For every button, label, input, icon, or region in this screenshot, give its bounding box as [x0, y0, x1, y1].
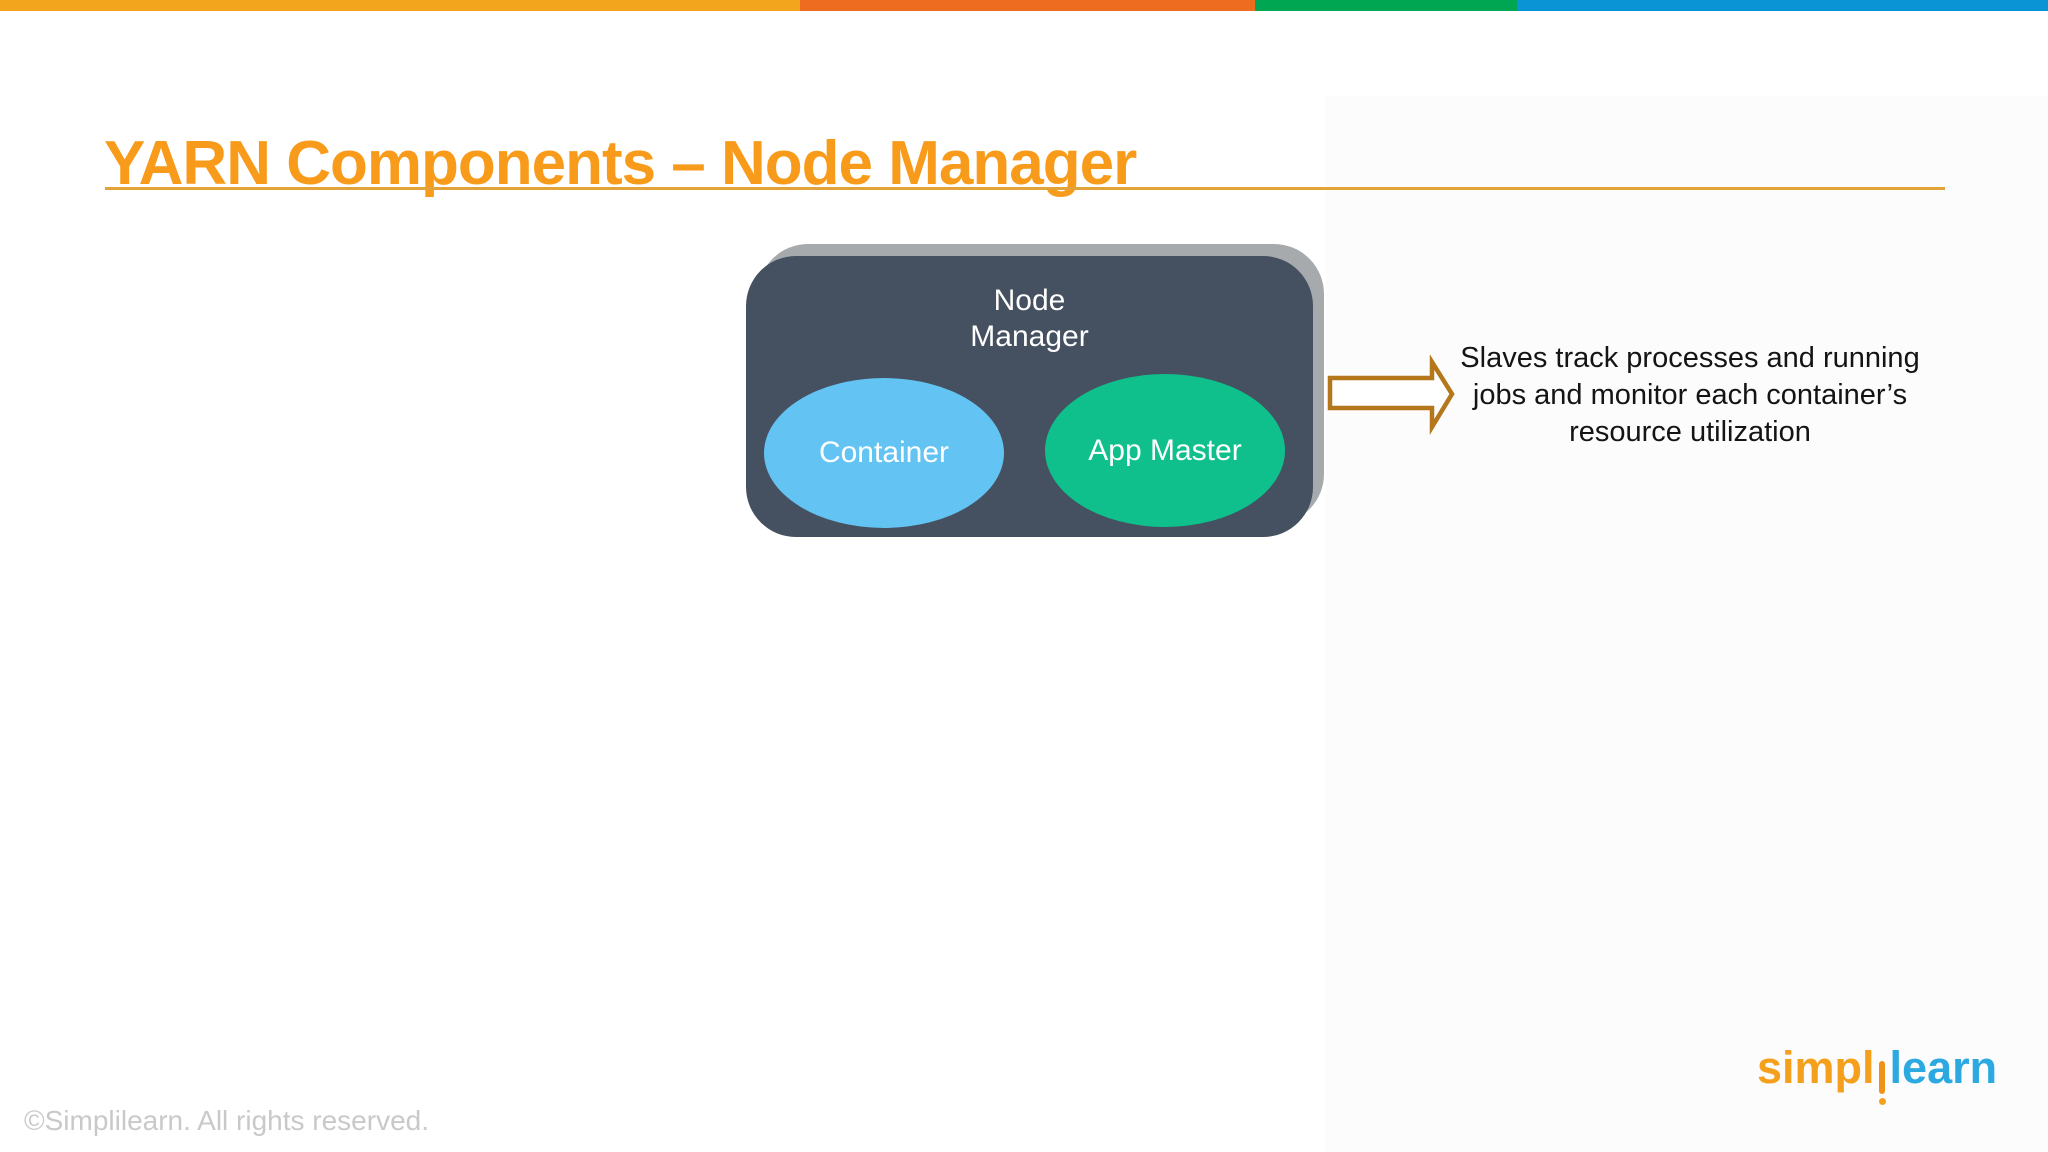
- app-master-ellipse: App Master: [1045, 374, 1285, 527]
- top-bar-segment-blue: [1517, 0, 2048, 11]
- logo-text-learn: learn: [1889, 1042, 1998, 1093]
- annotation-line2: jobs and monitor each container’s: [1472, 379, 1908, 411]
- logo-i-dot: [1878, 1098, 1886, 1105]
- container-ellipse: Container: [764, 378, 1004, 528]
- logo-i-stem: [1879, 1061, 1886, 1094]
- annotation-text: Slaves track processes and running jobs …: [1450, 340, 1930, 451]
- top-color-bar: [0, 0, 2048, 11]
- annotation-line3: resource utilization: [1569, 416, 1811, 448]
- logo-text-simpl: simpl: [1757, 1042, 1875, 1093]
- background-shade-panel: [1326, 96, 2048, 1152]
- node-manager-label: Node Manager: [746, 283, 1313, 355]
- right-arrow-shape: [1327, 354, 1455, 436]
- node-manager-label-line1: Node: [993, 284, 1066, 317]
- right-arrow-icon: [1325, 354, 1460, 436]
- container-label: Container: [818, 436, 950, 469]
- logo-i-mark-icon: [1878, 1061, 1886, 1105]
- node-manager-label-line2: Manager: [970, 320, 1089, 353]
- simplilearn-logo: simpl learn: [1757, 1042, 1997, 1105]
- copyright-text: ©Simplilearn. All rights reserved.: [24, 1105, 430, 1136]
- annotation-line1: Slaves track processes and running: [1460, 342, 1920, 374]
- title-divider-line: [105, 187, 1945, 190]
- top-bar-segment-orange: [0, 0, 800, 11]
- app-master-label: App Master: [1088, 433, 1242, 467]
- top-bar-segment-dark-orange: [800, 0, 1255, 11]
- top-bar-segment-green: [1255, 0, 1517, 11]
- slide-title: YARN Components – Node Manager: [104, 128, 1137, 198]
